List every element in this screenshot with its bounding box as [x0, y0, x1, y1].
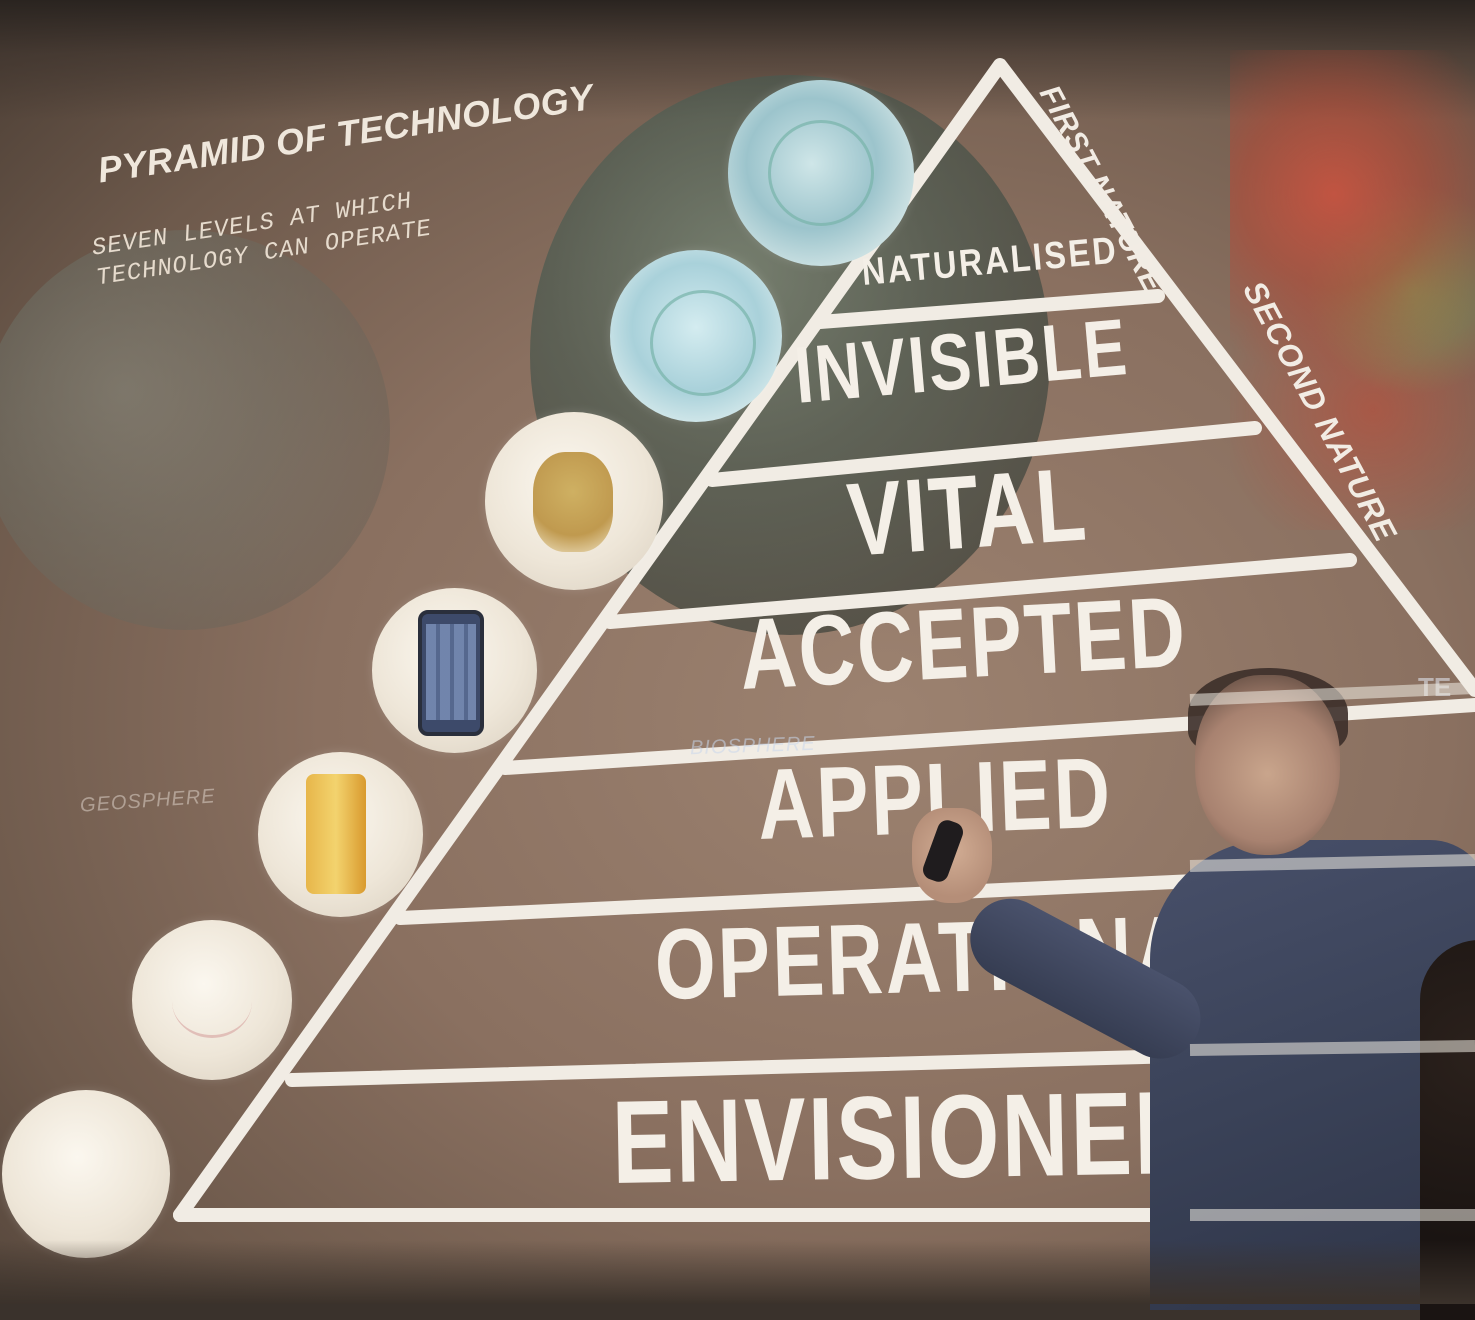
- envisioned-icon: [2, 1090, 170, 1258]
- screen-bottom-edge: [0, 1240, 1475, 1304]
- vital-icon: [485, 412, 663, 590]
- toilet-icon: [533, 452, 613, 552]
- cell-icon: [768, 120, 874, 226]
- earth-globe-left: [0, 230, 390, 630]
- operational-icon: [132, 920, 292, 1080]
- second-nature-artwork: [1230, 50, 1475, 530]
- accepted-icon: [372, 588, 537, 753]
- battery-icon: [306, 774, 366, 894]
- smartphone-icon: [418, 610, 484, 736]
- naturalised-icon: [728, 80, 914, 266]
- presenter-head: [1195, 675, 1340, 855]
- prototype-sketch-icon: [172, 965, 252, 1038]
- applied-icon: [258, 752, 423, 917]
- invisible-icon: [610, 250, 782, 422]
- organelle-icon: [650, 290, 756, 396]
